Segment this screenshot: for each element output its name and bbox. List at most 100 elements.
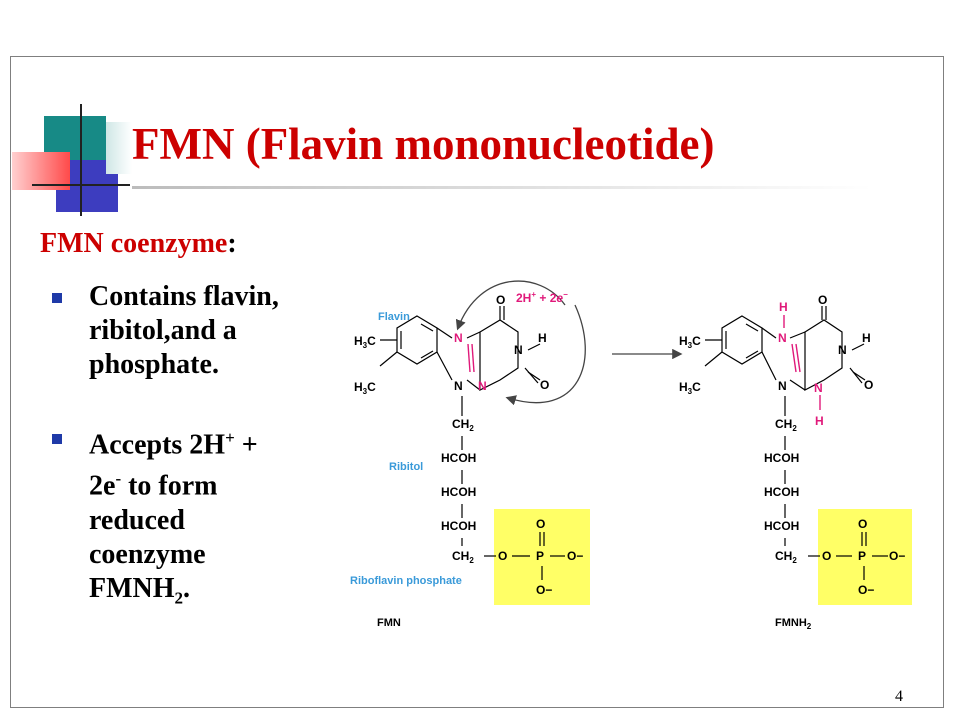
text: 2H bbox=[516, 291, 531, 305]
bullet-1-line: Contains flavin, bbox=[89, 281, 279, 312]
atom-h: H bbox=[815, 414, 824, 428]
text: H bbox=[354, 380, 363, 394]
atom-n: N bbox=[478, 379, 487, 393]
subscript: 2 bbox=[469, 556, 474, 565]
deco-red-square bbox=[12, 152, 70, 190]
fmnh2-label: FMNH2 bbox=[775, 617, 812, 631]
text: H bbox=[354, 334, 363, 348]
subscript: 2 bbox=[792, 424, 797, 433]
atom-hcoh: HCOH bbox=[764, 519, 799, 533]
phosphate-box-fmnh2 bbox=[818, 509, 912, 605]
atom-h3c: H3C bbox=[354, 334, 376, 350]
atom-ch2: CH2 bbox=[775, 549, 797, 565]
text: CH bbox=[452, 549, 469, 563]
bullet-2-line: coenzyme bbox=[89, 538, 206, 570]
atom-o: O bbox=[818, 293, 827, 307]
superscript: − bbox=[563, 290, 568, 299]
atom-hcoh: HCOH bbox=[764, 485, 799, 499]
atom-h3c: H3C bbox=[679, 334, 701, 350]
slide-frame bbox=[10, 56, 944, 708]
bullet-marker bbox=[52, 293, 62, 303]
subscript: 3 bbox=[688, 387, 693, 396]
atom-p: P bbox=[858, 549, 866, 563]
atom-hcoh: HCOH bbox=[764, 451, 799, 465]
bullet-1-text: Contains flavin, ribitol,and a phosphate… bbox=[89, 280, 279, 382]
atom-o: O bbox=[858, 517, 867, 531]
atom-hcoh: HCOH bbox=[441, 485, 476, 499]
atom-o-minus: O− bbox=[858, 583, 874, 597]
reaction-label: 2H+ + 2e− bbox=[516, 290, 568, 305]
deco-horizontal-line bbox=[32, 184, 130, 186]
atom-n: N bbox=[514, 343, 523, 357]
atom-n: N bbox=[838, 343, 847, 357]
fmn-label: FMN bbox=[377, 617, 401, 629]
bullet-1-line: phosphate. bbox=[89, 349, 219, 380]
atom-hcoh: HCOH bbox=[441, 519, 476, 533]
atom-h: H bbox=[862, 331, 871, 345]
bullet-2-line: FMNH2. bbox=[89, 572, 258, 616]
bullet-2-line: 2e- to form bbox=[89, 462, 258, 503]
text: to form bbox=[121, 470, 218, 502]
atom-o-minus: O− bbox=[536, 583, 552, 597]
text: Accepts 2H bbox=[89, 429, 226, 461]
slide-title: FMN (Flavin mononucleotide) bbox=[132, 119, 715, 169]
text: H bbox=[679, 334, 688, 348]
atom-h3c: H3C bbox=[679, 380, 701, 396]
atom-n: N bbox=[454, 331, 463, 345]
bullet-1-line: ribitol,and a bbox=[89, 315, 237, 346]
deco-fade-square bbox=[106, 122, 132, 174]
curved-arrow-top bbox=[455, 280, 566, 331]
atom-p: P bbox=[536, 549, 544, 563]
bullet-2-text: Accepts 2H+ + 2e- to form reduced coenzy… bbox=[89, 421, 258, 615]
atom-o-minus: O− bbox=[567, 549, 583, 563]
text: H bbox=[679, 380, 688, 394]
atom-o: O bbox=[498, 549, 507, 563]
atom-h: H bbox=[538, 331, 547, 345]
fmn-reaction-figure: Flavin Ribitol Riboflavin phosphate FMN … bbox=[350, 280, 912, 631]
text: + bbox=[234, 429, 258, 461]
atom-ch2: CH2 bbox=[452, 417, 474, 433]
text: C bbox=[692, 334, 701, 348]
subheading: FMN coenzyme: bbox=[40, 228, 237, 260]
subscript: 2 bbox=[174, 588, 184, 608]
text: + 2 bbox=[536, 291, 557, 305]
atom-o: O bbox=[540, 378, 549, 392]
atom-o: O bbox=[536, 517, 545, 531]
text: CH bbox=[775, 417, 792, 431]
text: 2e bbox=[89, 470, 116, 502]
text: C bbox=[367, 334, 376, 348]
subscript: 3 bbox=[688, 341, 693, 350]
text: . bbox=[183, 572, 191, 604]
title-underline bbox=[132, 186, 872, 189]
bullet-2-line: reduced bbox=[89, 504, 185, 536]
atom-o-minus: O− bbox=[889, 549, 905, 563]
atom-ch2: CH2 bbox=[452, 549, 474, 565]
italic-e: e bbox=[556, 291, 563, 305]
atom-n: N bbox=[778, 379, 787, 393]
atom-hcoh: HCOH bbox=[441, 451, 476, 465]
subscript: 3 bbox=[363, 341, 368, 350]
phosphate-box-fmn bbox=[494, 509, 590, 605]
atom-n: N bbox=[814, 381, 823, 395]
bullet-2-line: Accepts 2H+ + bbox=[89, 421, 258, 462]
subscript: 2 bbox=[807, 622, 812, 631]
bullet-marker bbox=[52, 434, 62, 444]
subscript: 2 bbox=[792, 556, 797, 565]
superscript: - bbox=[115, 469, 122, 489]
superscript: + bbox=[531, 290, 536, 299]
text: FMNH bbox=[89, 572, 175, 604]
subscript: 3 bbox=[363, 387, 368, 396]
text: C bbox=[692, 380, 701, 394]
subheading-text: FMN coenzyme bbox=[40, 228, 228, 259]
riboflavin-phosphate-label: Riboflavin phosphate bbox=[350, 575, 462, 587]
curved-arrow-bottom bbox=[505, 304, 586, 406]
atom-ch2: CH2 bbox=[775, 417, 797, 433]
atom-o: O bbox=[822, 549, 831, 563]
text: CH bbox=[775, 549, 792, 563]
atom-n: N bbox=[454, 379, 463, 393]
atom-h: H bbox=[779, 300, 788, 314]
text: CH bbox=[452, 417, 469, 431]
atom-o: O bbox=[864, 378, 873, 392]
subscript: 2 bbox=[469, 424, 474, 433]
subheading-colon: : bbox=[227, 228, 237, 259]
